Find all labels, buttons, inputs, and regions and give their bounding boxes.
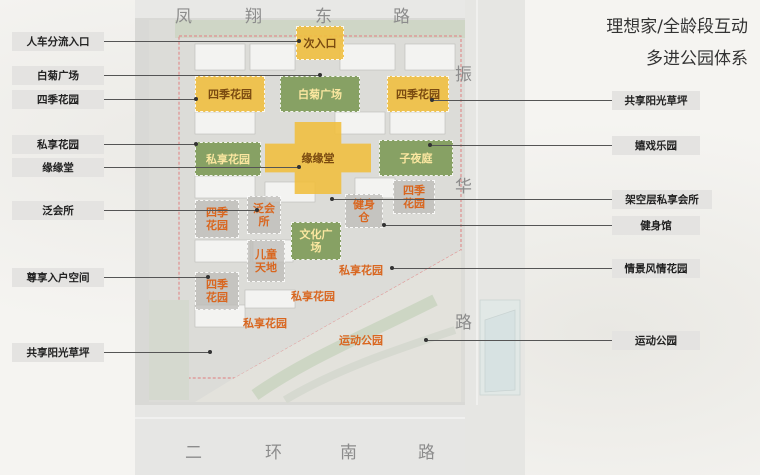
leader-line	[384, 225, 612, 226]
zone-pan-clubhouse: 泛会 所	[247, 196, 281, 234]
leader-dot	[206, 275, 210, 279]
street-south-char-3: 南	[340, 443, 357, 463]
leader-dot	[430, 98, 434, 102]
street-north-char-2: 翔	[245, 7, 262, 27]
zone-four-season-garden-e: 四季 花园	[393, 180, 435, 214]
leader-line	[432, 100, 612, 101]
label-scenic-garden: 情景风情花园	[612, 259, 700, 278]
label-pedestrian-vehicle-entrance: 人车分流入口	[12, 32, 104, 51]
street-south-char-2: 环	[265, 443, 282, 463]
leader-dot	[194, 97, 198, 101]
label-yuanyuan-hall: 缘缘堂	[12, 158, 104, 177]
leader-dot	[297, 39, 301, 43]
zone-four-season-garden-nw: 四季花园	[195, 76, 265, 112]
label-pan-clubhouse: 泛会所	[12, 201, 104, 220]
leader-line	[392, 268, 612, 269]
leader-line	[104, 99, 196, 100]
leader-line	[104, 41, 298, 42]
leader-dot	[428, 143, 432, 147]
zone-secondary-entrance: 次入口	[296, 26, 344, 60]
label-fitness-hall: 健身馆	[612, 216, 700, 235]
leader-dot	[297, 165, 301, 169]
zone-kids-yard: 子夜庭	[379, 140, 453, 176]
leader-dot	[208, 350, 212, 354]
street-north-char-4: 路	[393, 7, 410, 27]
street-east-char-2: 华	[455, 177, 472, 197]
leader-dot	[255, 208, 259, 212]
site-plan-map: 凤 翔 东 路 振 华 路 二 环 南 路 次入口 四季花园 白菊广场 四季花园…	[135, 0, 525, 475]
leader-line	[104, 210, 256, 211]
label-shared-sunny-lawn-right: 共享阳光草坪	[612, 91, 700, 110]
label-sports-park: 运动公园	[612, 331, 700, 350]
leader-dot	[424, 338, 428, 342]
leader-dot	[330, 197, 334, 201]
zone-four-season-garden-w1: 四季 花园	[195, 200, 239, 238]
street-east-char-1: 振	[455, 65, 472, 85]
leader-line	[332, 199, 612, 200]
leader-dot	[390, 266, 394, 270]
street-north-char-3: 东	[315, 7, 332, 27]
label-baiju-plaza: 白菊广场	[12, 66, 104, 85]
label-premium-entry-space: 尊享入户空间	[12, 268, 104, 287]
zone-private-garden-c2: 私享花园	[291, 289, 335, 303]
label-private-garden: 私享花园	[12, 135, 104, 154]
label-play-park: 嬉戏乐园	[612, 136, 700, 155]
title-line-2: 多进公园体系	[646, 49, 748, 69]
zone-children-world: 儿童 天地	[247, 240, 285, 282]
leader-dot	[194, 142, 198, 146]
leader-line	[426, 340, 612, 341]
zone-private-garden-w: 私享花园	[195, 142, 261, 176]
label-shared-sunny-lawn-left: 共享阳光草坪	[12, 343, 104, 362]
leader-dot	[318, 73, 322, 77]
label-stilt-floor-clubhouse: 架空层私享会所	[612, 190, 712, 209]
zone-culture-plaza: 文化广 场	[291, 222, 341, 260]
zone-sports-park: 运动公园	[339, 333, 383, 347]
leader-line	[104, 352, 210, 353]
leader-line	[104, 75, 320, 76]
leader-line	[430, 145, 612, 146]
street-east-char-3: 路	[455, 313, 472, 333]
leader-line	[104, 167, 298, 168]
zone-private-garden-c1: 私享花园	[339, 263, 383, 277]
street-north-char-1: 凤	[175, 7, 192, 27]
label-four-season-garden: 四季花园	[12, 90, 104, 109]
leader-dot	[382, 223, 386, 227]
zone-private-garden-sw: 私享花园	[243, 316, 287, 330]
title-line-1: 理想家/全龄段互动	[606, 17, 748, 37]
zone-four-season-garden-ne: 四季花园	[387, 76, 449, 112]
zone-four-season-garden-w2: 四季 花园	[195, 272, 239, 310]
leader-line	[104, 144, 196, 145]
street-south-char-1: 二	[185, 443, 202, 463]
leader-line	[104, 277, 208, 278]
zone-baiju-plaza: 白菊广场	[280, 76, 360, 112]
street-south-char-4: 路	[418, 443, 435, 463]
